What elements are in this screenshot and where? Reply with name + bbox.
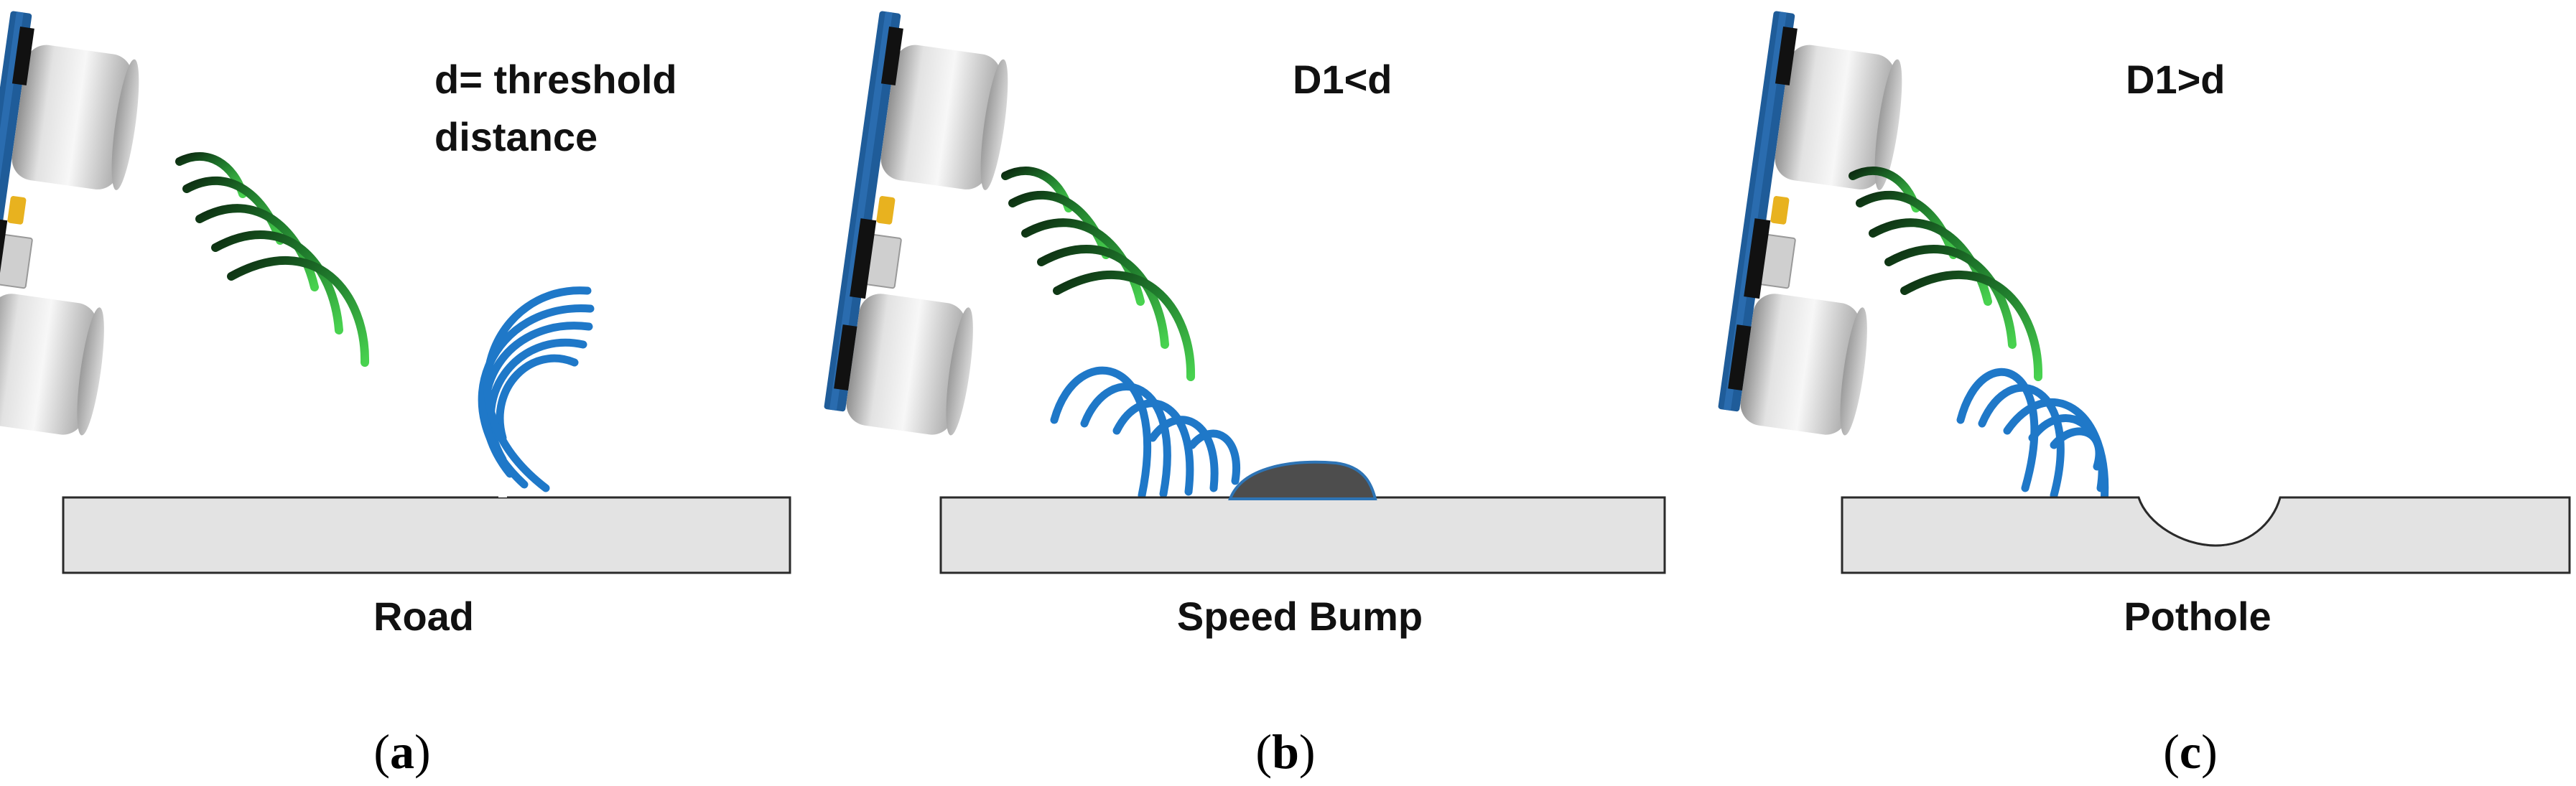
surface-label: Pothole <box>2124 594 2271 639</box>
echo-wave-icon <box>1050 366 1240 500</box>
speed-bump <box>1228 460 1377 500</box>
echo-wave-icon <box>1956 368 2109 507</box>
annotation-line-1: d= threshold <box>434 57 677 102</box>
panel-c: D1>d Pothole (c) <box>1715 10 2571 779</box>
emitted-wave-icon <box>180 156 365 362</box>
panel-letter: (c) <box>2163 724 2218 779</box>
road-surface <box>939 496 1666 574</box>
road-surface <box>62 493 791 574</box>
pothole <box>2137 497 2282 547</box>
surface-label: Road <box>373 594 474 639</box>
echo-wave-icon <box>478 286 595 492</box>
emitted-wave-icon <box>1005 171 1191 377</box>
annotation-line-2: distance <box>434 114 597 159</box>
panel-a: d= threshold distance Road (a) <box>0 10 791 779</box>
ultrasonic-sensor-icon <box>821 10 1019 440</box>
panel-b: D1<d Speed Bump (b) <box>821 10 1666 779</box>
ultrasonic-sensor-icon <box>0 10 150 440</box>
surface-label: Speed Bump <box>1177 594 1423 639</box>
annotation-line-1: D1>d <box>2126 57 2226 102</box>
panel-letter: (b) <box>1255 724 1315 779</box>
panel-letter: (a) <box>373 724 430 779</box>
emitted-wave-icon <box>1853 171 2038 377</box>
annotation-line-1: D1<d <box>1293 57 1392 102</box>
